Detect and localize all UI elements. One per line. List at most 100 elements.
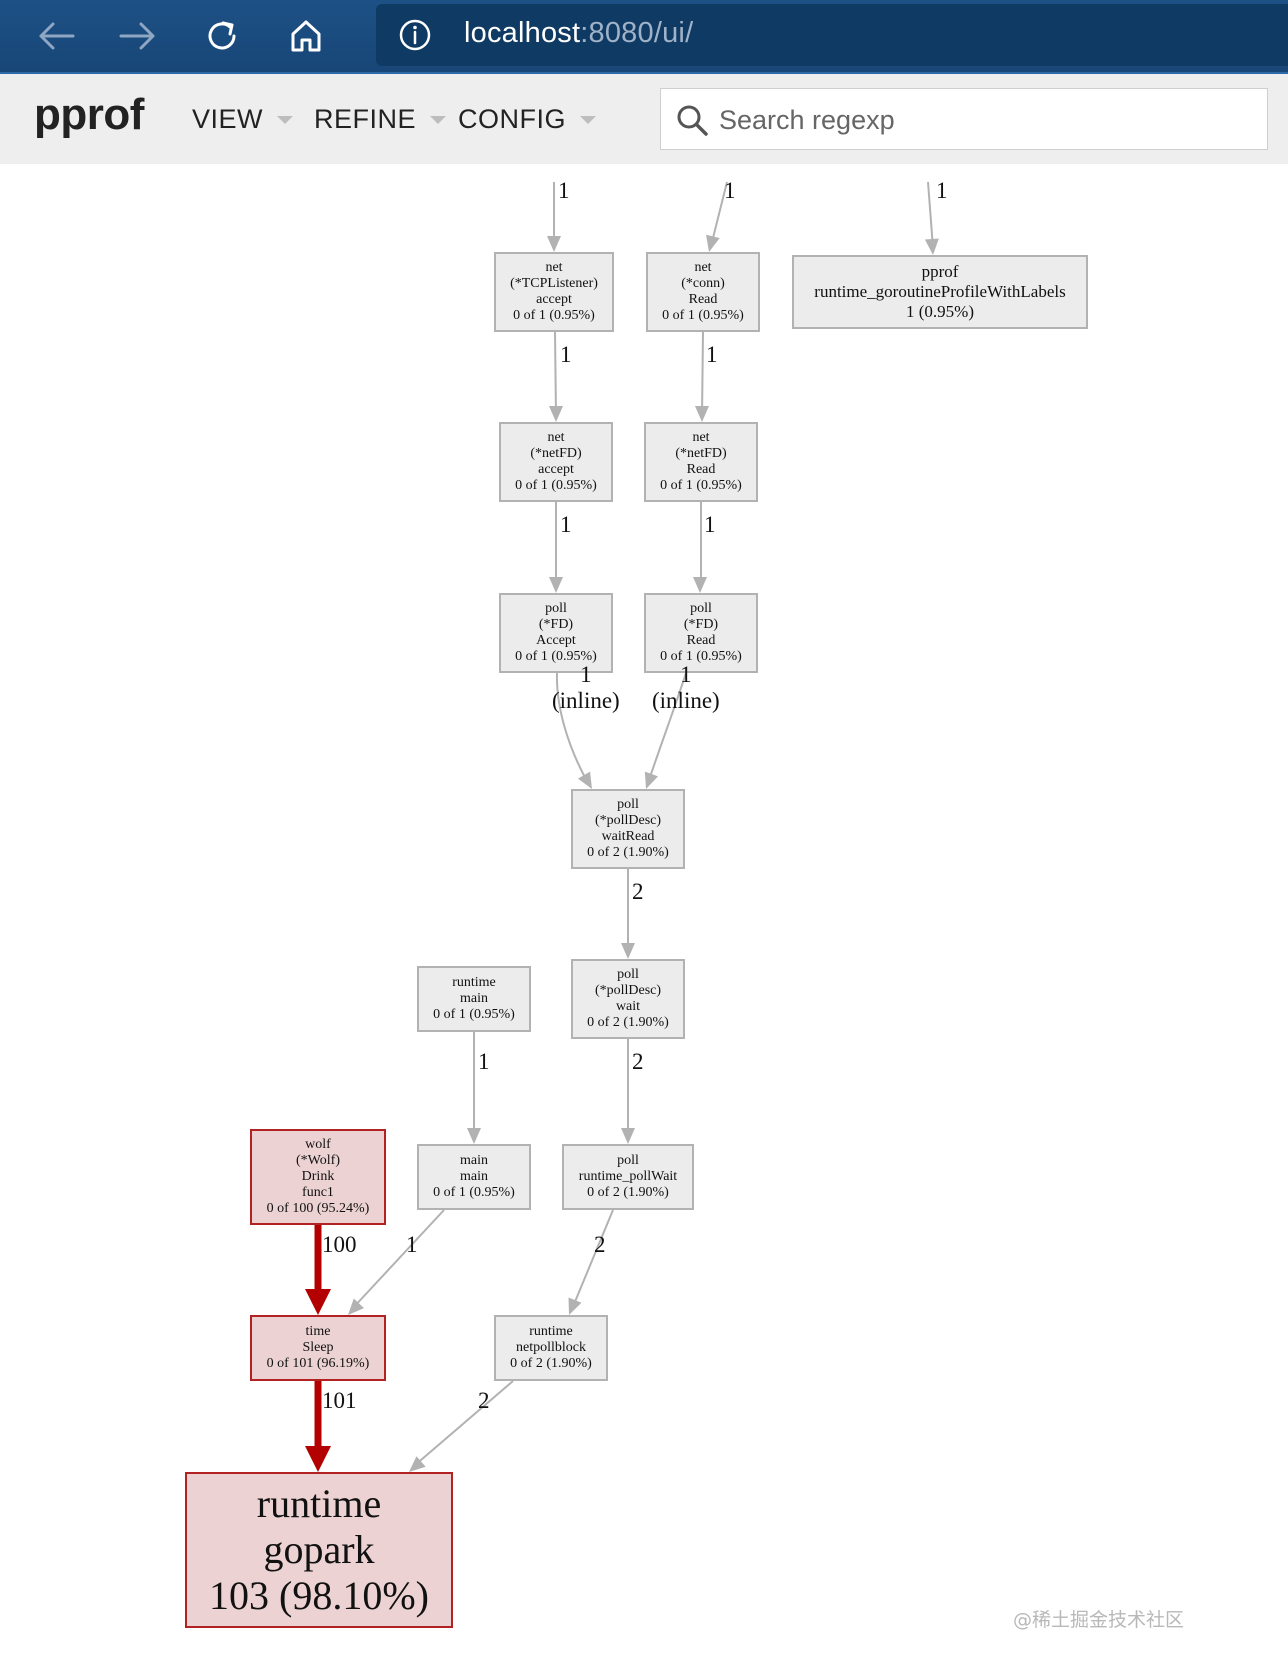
edge-weight: 1 [706,342,718,367]
edge-label[interactable]: 2 [478,1388,490,1414]
refine-menu[interactable]: REFINE [314,104,447,135]
node-label-line: 0 of 2 (1.90%) [587,1185,669,1200]
config-menu[interactable]: CONFIG [458,104,596,135]
edge-label[interactable]: 1 [560,342,572,368]
node-label-line: net [694,260,712,275]
info-icon[interactable] [398,18,432,52]
node-label-line: (*FD) [683,617,719,632]
edge-label[interactable]: 1 [560,512,572,538]
edge-label[interactable]: 2 [632,1049,644,1075]
browser-toolbar: localhost:8080/ui/ [0,0,1288,72]
node-label-line: 0 of 1 (0.95%) [515,649,597,664]
edge-weight: 2 [632,1049,644,1074]
node-label-line: poll [690,601,712,616]
forward-button[interactable] [116,14,160,58]
edge-label[interactable]: 1 [406,1232,418,1258]
search-box[interactable] [660,88,1268,151]
node-label-line: Drink [301,1169,335,1184]
node-label-line: 103 (98.10%) [209,1573,429,1618]
edge-weight: 1 [558,178,570,203]
edge[interactable] [647,672,687,784]
edge-weight: 2 [594,1232,606,1257]
view-menu[interactable]: VIEW [192,104,294,135]
edge[interactable] [554,331,557,417]
edge[interactable] [571,1209,614,1310]
node-label-line: 0 of 100 (95.24%) [266,1201,370,1216]
edge[interactable] [927,181,934,249]
node-label-line: 0 of 101 (96.19%) [266,1356,370,1371]
edge-arrowhead [693,577,707,593]
edge-label[interactable]: 1(inline) [552,662,620,714]
node-label-line: Sleep [302,1340,334,1355]
edge[interactable] [710,181,728,247]
edge-label[interactable]: 2 [594,1232,606,1258]
node-label-line: net [692,430,710,445]
node-label-line: 0 of 1 (0.95%) [433,1185,515,1200]
node-label-line: (*netFD) [530,446,582,461]
edge-label[interactable]: 1 [936,178,948,204]
edge-label[interactable]: 1 [478,1049,490,1075]
edge[interactable] [413,1380,514,1467]
edge-arrowhead [695,406,709,422]
watermark: @稀土掘金技术社区 [1012,1609,1184,1631]
pprof-logo[interactable]: pprof [34,90,144,139]
edge-weight: 101 [322,1388,357,1413]
home-button[interactable] [284,14,328,58]
node-label-line: waitRead [601,829,655,844]
edge[interactable] [701,331,704,417]
edge-label[interactable]: 100 [322,1232,357,1258]
url-text[interactable]: localhost:8080/ui/ [464,17,693,50]
edge-label[interactable]: 1(inline) [652,662,720,714]
node-label-line: pprof [921,262,959,281]
edge-arrowhead [577,771,592,789]
edge[interactable] [351,1209,445,1310]
node-label-line: 0 of 1 (0.95%) [660,649,742,664]
node-label-line: 0 of 1 (0.95%) [513,308,595,323]
edge-label[interactable]: 1 [704,512,716,538]
edge-arrowhead [305,1289,331,1315]
edge-arrowhead [547,236,561,252]
view-menu-label: VIEW [192,104,264,134]
node-label-line: (*FD) [538,617,574,632]
node-label-line: func1 [302,1185,334,1200]
edge-label[interactable]: 101 [322,1388,357,1414]
edge-label[interactable]: 1 [706,342,718,368]
edge-weight: 1 [724,178,736,203]
url-host: localhost [464,17,581,49]
reload-button[interactable] [200,14,244,58]
node-label-line: Accept [536,633,576,648]
edge-arrowhead [549,406,563,422]
node-label-line: (*Wolf) [296,1153,340,1168]
node-label-line: poll [617,797,639,812]
edge-label[interactable]: 2 [632,879,644,905]
back-button[interactable] [34,14,78,58]
edge-label[interactable]: 1 [558,178,570,204]
search-input[interactable] [717,89,1261,151]
edge-weight: 2 [632,879,644,904]
node-label-line: poll [617,1153,639,1168]
edge-label[interactable]: 1 [724,178,736,204]
edge[interactable] [555,672,589,784]
address-bar[interactable]: localhost:8080/ui/ [376,4,1288,66]
node-label-line: poll [617,967,639,982]
edge-arrowhead [409,1456,426,1472]
node-label-line: Read [688,292,718,307]
home-icon [291,20,321,52]
node-label-line: main [460,991,488,1006]
